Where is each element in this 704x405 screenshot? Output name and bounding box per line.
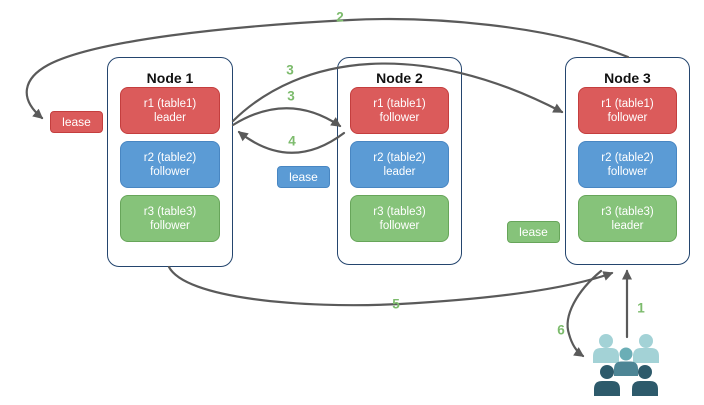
node-3-title: Node 3 — [604, 70, 651, 86]
replica-role: follower — [150, 165, 190, 178]
node-3: Node 3 r1 (table1) follower r2 (table2) … — [565, 57, 690, 265]
replica-name: r3 (table3) — [601, 205, 654, 218]
users-front-row — [594, 365, 658, 396]
replica-role: leader — [154, 111, 186, 124]
step-label-1: 1 — [637, 300, 645, 316]
replica-name: r2 (table2) — [601, 151, 654, 164]
replica-name: r2 (table2) — [373, 151, 426, 164]
node-2: Node 2 r1 (table1) follower r2 (table2) … — [337, 57, 462, 265]
users-back-row — [593, 334, 659, 363]
replica-name: r3 (table3) — [143, 205, 197, 218]
replica-role: follower — [150, 219, 190, 232]
step-label-2: 2 — [336, 9, 344, 25]
replica-name: r2 (table2) — [143, 151, 197, 164]
replica-role: leader — [611, 219, 644, 232]
node-2-title: Node 2 — [376, 70, 423, 86]
node-1-replica-r1: r1 (table1) leader — [120, 87, 220, 134]
replica-role: follower — [379, 219, 420, 232]
node-3-replica-r2: r2 (table2) follower — [578, 141, 677, 188]
node-1-replica-r2: r2 (table2) follower — [120, 141, 220, 188]
lease-badge-blue: lease — [277, 166, 330, 188]
step-label-3a: 3 — [286, 62, 294, 78]
replica-name: r1 (table1) — [373, 97, 426, 110]
node-2-replica-r2: r2 (table2) leader — [350, 141, 449, 188]
step-label-3b: 3 — [287, 88, 295, 104]
node-2-replica-r3: r3 (table3) follower — [350, 195, 449, 242]
users-middle-person — [614, 347, 638, 376]
replica-role: leader — [383, 165, 416, 178]
replica-name: r3 (table3) — [373, 205, 426, 218]
arrow-5-node1-to-node3 — [167, 265, 614, 307]
node-3-replica-r1: r1 (table1) follower — [578, 87, 677, 134]
replica-name: r1 (table1) — [143, 97, 197, 110]
replica-role: follower — [607, 165, 648, 178]
node-2-replica-r1: r1 (table1) follower — [350, 87, 449, 134]
replica-role: follower — [379, 111, 420, 124]
lease-badge-green: lease — [507, 221, 560, 243]
lease-badge-red: lease — [50, 111, 103, 133]
step-label-5: 5 — [392, 296, 400, 312]
node-1-title: Node 1 — [146, 70, 194, 86]
node-1: Node 1 r1 (table1) leader r2 (table2) fo… — [107, 57, 233, 267]
replica-role: follower — [607, 111, 648, 124]
node-3-replica-r3: r3 (table3) leader — [578, 195, 677, 242]
users-icon — [593, 334, 659, 396]
node-1-replica-r3: r3 (table3) follower — [120, 195, 220, 242]
arrow-3-node1-to-node2 — [231, 107, 342, 128]
step-label-6: 6 — [557, 322, 565, 338]
replica-name: r1 (table1) — [601, 97, 654, 110]
step-label-4: 4 — [288, 133, 296, 149]
